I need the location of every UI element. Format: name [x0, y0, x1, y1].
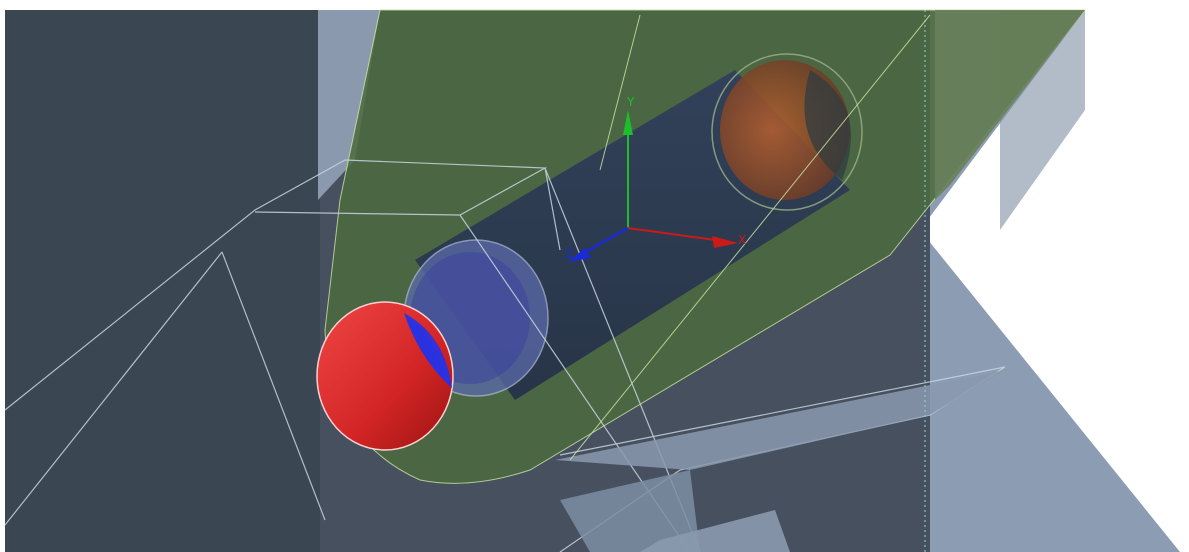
far-bore-outer-ring	[711, 53, 863, 211]
z-axis-label: Z	[565, 247, 573, 261]
y-axis-label: Y	[626, 95, 635, 109]
left-dark-block	[5, 10, 320, 552]
lower-panel-3	[640, 510, 790, 552]
coordinate-triad	[568, 110, 738, 262]
lower-panel-2	[560, 470, 700, 552]
z-axis-arrow-icon	[568, 248, 591, 262]
y-axis-arrow-icon	[623, 110, 633, 135]
x-axis-arrow-icon	[712, 236, 738, 248]
green-part-edges	[569, 14, 931, 461]
far-bore-shadow	[804, 70, 851, 180]
lower-panel-1	[555, 370, 1005, 470]
x-axis-label: X	[738, 233, 746, 247]
light-column	[318, 10, 380, 200]
right-plane	[920, 10, 1180, 552]
selected-face-red[interactable]	[316, 301, 454, 451]
green-part-edge	[935, 10, 1085, 200]
blue-overlap-fill	[404, 313, 452, 388]
